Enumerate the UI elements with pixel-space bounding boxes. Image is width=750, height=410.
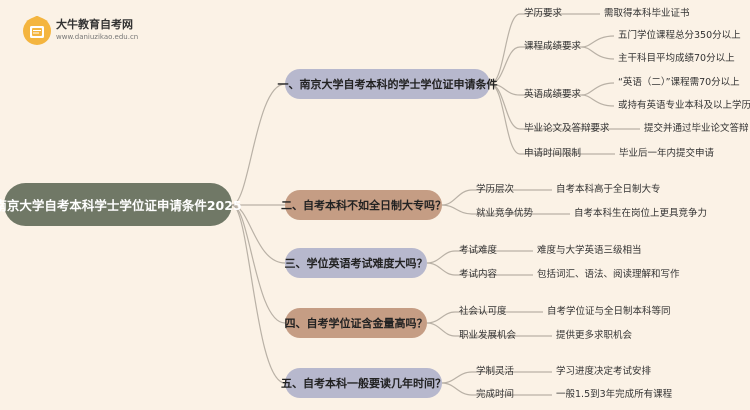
branch-1-item-5-detail-1: 毕业后一年内提交申请 [619, 148, 715, 159]
branch-1-item-2: 课程成绩要求 [524, 41, 582, 52]
branch-1-item-2-detail-2: 主干科目平均成绩70分以上 [618, 53, 735, 64]
branch-1-item-1-detail-1: 需取得本科毕业证书 [604, 8, 690, 19]
branch-1-item-2-detail-1: 五门学位课程总分350分以上 [618, 30, 741, 41]
branch-2-node: 二、自考本科不如全日制大专吗？ [281, 190, 446, 220]
branch-5-item-1-detail-1: 学习进度决定考试安排 [556, 366, 652, 377]
branch-1-item-4: 毕业论文及答辩要求 [524, 123, 610, 134]
branch-4-node: 四、自考学位证含金量高吗？ [285, 308, 428, 338]
branch-4-item-1: 社会认可度 [459, 306, 507, 317]
branch-3-item-2-detail-1: 包括词汇、语法、阅读理解和写作 [537, 269, 680, 280]
branch-3-item-2: 考试内容 [459, 269, 498, 280]
branch-1-item-3: 英语成绩要求 [524, 89, 582, 100]
root-node: 南京大学自考本科学士学位证申请条件2025 [0, 183, 242, 226]
branch-4-item-2: 职业发展机会 [459, 330, 517, 341]
branch-2-item-1: 学历层次 [476, 184, 515, 195]
branch-1-item-4-detail-1: 提交并通过毕业论文答辩 [644, 123, 749, 134]
logo-title: 大牛教育自考网 [56, 18, 133, 31]
branch-2-item-2: 就业竞争优势 [476, 208, 534, 219]
branch-5-item-2-detail-1: 一般1.5到3年完成所有课程 [556, 389, 673, 400]
branch-1-item-1: 学历要求 [524, 8, 563, 19]
branch-3-item-1-detail-1: 难度与大学英语三级相当 [537, 245, 642, 256]
branch-5-item-2: 完成时间 [476, 389, 515, 400]
branch-2-item-2-detail-1: 自考本科生在岗位上更具竞争力 [574, 208, 708, 219]
branch-3-item-1: 考试难度 [459, 245, 498, 256]
branch-3-node: 三、学位英语考试难度大吗？ [285, 248, 428, 278]
branch-4-item-1-detail-1: 自考学位证与全日制本科等同 [547, 306, 671, 317]
branch-5-item-1: 学制灵活 [476, 366, 515, 377]
logo-url: www.daniuzikao.edu.cn [56, 33, 139, 41]
branch-4-item-2-detail-1: 提供更多求职机会 [556, 330, 633, 341]
branch-5-node: 五、自考本科一般要读几年时间？ [281, 368, 446, 398]
branch-1-item-3-detail-1: “英语（二）”课程需70分以上 [618, 77, 740, 88]
branch-1-item-5: 申请时间限制 [524, 148, 582, 159]
logo-icon [22, 15, 52, 46]
branch-1-node: 一、南京大学自考本科的学士学位证申请条件 [278, 69, 498, 99]
branch-1-item-3-detail-2: 或持有英语专业本科及以上学历 [618, 100, 750, 111]
branch-2-item-1-detail-1: 自考本科高于全日制大专 [556, 184, 661, 195]
